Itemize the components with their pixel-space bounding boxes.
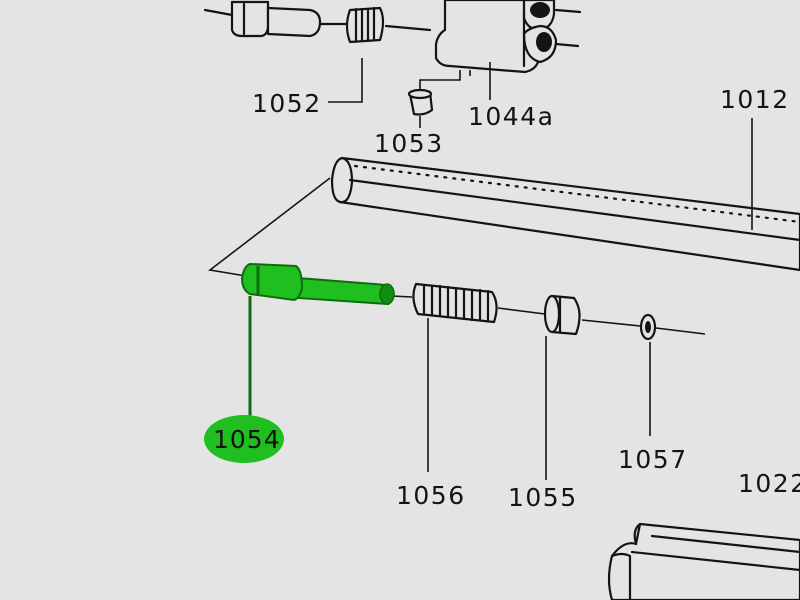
highlight-badge <box>204 415 284 463</box>
label-1057: 1057 <box>618 445 688 474</box>
bushing-part-1055 <box>543 294 581 336</box>
label-1054: 1054 <box>213 425 281 454</box>
label-1053: 1053 <box>374 129 444 158</box>
label-1052: 1052 <box>252 89 322 118</box>
top-fitting-part <box>203 0 322 38</box>
top-spring-part-1052 <box>345 6 385 44</box>
piston-part-1054 <box>240 262 395 306</box>
cap-part-1053 <box>407 88 434 116</box>
barrel-tube-part-1012 <box>330 156 800 272</box>
label-1044a: 1044a <box>468 102 554 131</box>
label-1055: 1055 <box>508 483 578 512</box>
washer-part-1057 <box>639 313 657 341</box>
label-1012: 1012 <box>720 85 790 114</box>
label-1022: 1022 <box>738 469 800 498</box>
spring-part-1056 <box>412 282 498 324</box>
label-1056: 1056 <box>396 481 466 510</box>
stock-part-1022 <box>607 522 800 600</box>
valve-block-part-1044a <box>434 0 558 74</box>
